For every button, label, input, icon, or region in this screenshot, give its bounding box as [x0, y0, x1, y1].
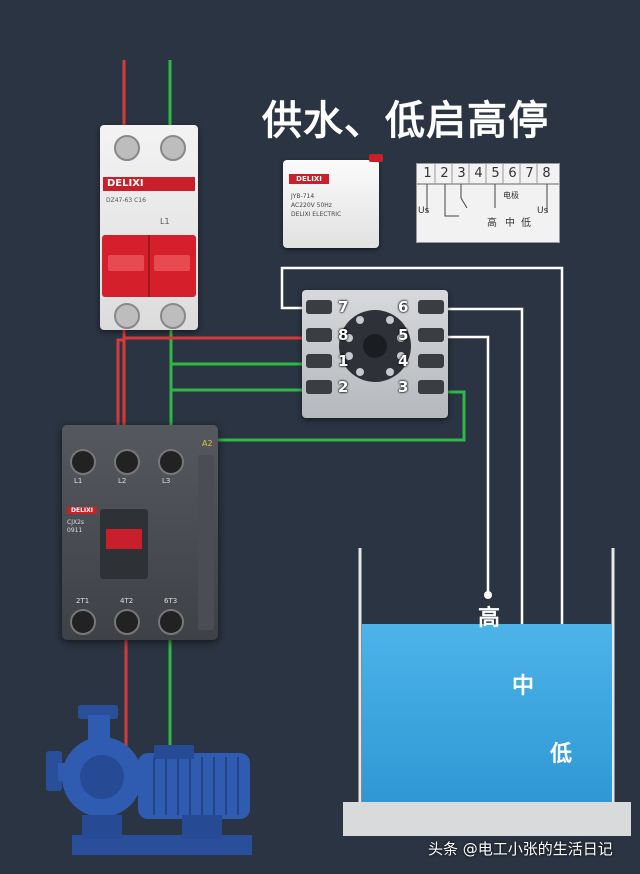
relay-info-line: DELIXI ELECTRIC — [291, 211, 342, 218]
relay-brand: DELIXI — [289, 174, 329, 184]
contactor-terminal-t3 — [158, 609, 184, 635]
contactor-terminal-l2 — [114, 449, 140, 475]
contactor-aux-block — [198, 455, 214, 630]
tank-base — [343, 802, 631, 836]
tank-mid-level-label: 中 — [511, 674, 534, 699]
breaker-side-label: L1 — [160, 217, 170, 226]
level-relay: DELIXI JYB-714 AC220V 50Hz DELIXI ELECTR… — [283, 154, 383, 248]
socket-pin-3: 3 — [398, 378, 409, 396]
contactor-terminal-t2 — [114, 609, 140, 635]
pin-label: 3 — [457, 166, 466, 181]
relay-info: JYB-714 AC220V 50Hz DELIXI ELECTRIC — [291, 192, 341, 219]
contactor-model-line: CJX2s — [67, 519, 85, 526]
breaker-toggle-handles[interactable] — [102, 235, 196, 297]
socket-pin-6: 6 — [398, 298, 409, 316]
contactor-model-line: 0911 — [67, 527, 83, 534]
breaker-terminal-bottom-left — [114, 303, 140, 329]
water-pump — [46, 705, 252, 855]
contactor-bottom-label: 6T3 — [164, 597, 178, 605]
contactor-terminal-l1 — [70, 449, 96, 475]
socket-body — [306, 300, 444, 394]
contactor-coil-label: A2 — [202, 439, 213, 448]
relay-info-line: AC220V 50Hz — [291, 202, 332, 209]
probe-wire-pin5 — [434, 335, 490, 595]
contactor-terminal-l3 — [158, 449, 184, 475]
diagram-title: 供水、低启高停 — [262, 98, 549, 144]
breaker-rating-label: DZ47-63 C16 — [106, 197, 146, 204]
probe-wire-pin7 — [280, 266, 564, 730]
socket-pin-5: 5 — [398, 326, 409, 344]
probe-tip-high — [484, 591, 492, 599]
relay-knob — [369, 154, 383, 162]
control-wire-pin3-to-coil — [200, 390, 466, 442]
pin-label: 7 — [525, 166, 534, 181]
pin-label: 5 — [491, 166, 500, 181]
pin-diagram-low-label: 低 — [521, 218, 531, 229]
breaker-terminal-top-right — [160, 135, 186, 161]
relay-socket: 7 8 1 2 6 5 4 3 — [302, 290, 448, 418]
tank-water — [362, 624, 612, 802]
socket-pin-2: 2 — [338, 378, 349, 396]
circuit-breaker: DELIXI DZ47-63 C16 L1 — [100, 125, 198, 330]
contactor-brand: DELIXI — [67, 507, 97, 514]
pin-diagram-us-left: Us — [418, 206, 430, 216]
ac-contactor: L1 L2 L3 DELIXI CJX2s 0911 A2 2T1 4T2 6T… — [62, 425, 218, 640]
pin-diagram-mid-label: 中 — [505, 218, 515, 229]
pin-label: 8 — [542, 166, 551, 181]
pin-label: 1 — [423, 166, 432, 181]
contactor-model: CJX2s 0911 — [67, 519, 84, 535]
pin-diagram-lines — [417, 164, 559, 217]
contactor-terminal-t1 — [70, 609, 96, 635]
probe-wire-pin6 — [434, 307, 524, 660]
contactor-bottom-label: 2T1 — [76, 597, 90, 605]
contactor-top-label: L3 — [162, 477, 171, 485]
socket-pin-1: 1 — [338, 352, 349, 370]
breaker-terminal-bottom-right — [160, 303, 186, 329]
contactor-bottom-label: 4T2 — [120, 597, 134, 605]
socket-pin-7: 7 — [338, 298, 349, 316]
pin-diagram: 1 2 3 4 5 6 7 8 Us Us 电极 高 中 低 — [416, 163, 560, 243]
breaker-brand: DELIXI — [103, 177, 195, 191]
contactor-window — [100, 509, 148, 579]
socket-pin-8: 8 — [338, 326, 349, 344]
pin-diagram-us-right: Us — [537, 206, 549, 216]
pin-label: 6 — [508, 166, 517, 181]
pin-diagram-electrode-label: 电极 — [503, 191, 519, 200]
contactor-top-label: L1 — [74, 477, 83, 485]
contactor-indicator — [106, 529, 142, 549]
contactor-top-label: L2 — [118, 477, 127, 485]
socket-pin-4: 4 — [398, 352, 409, 370]
pin-label: 2 — [440, 166, 449, 181]
tank-low-level-label: 低 — [549, 742, 572, 767]
pin-label: 4 — [474, 166, 483, 181]
relay-info-line: JYB-714 — [291, 193, 315, 200]
breaker-terminal-top-left — [114, 135, 140, 161]
pin-diagram-high-label: 高 — [487, 218, 497, 229]
tank-high-level-label: 高 — [477, 606, 500, 631]
watermark: 头条 @电工小张的生活日记 — [428, 840, 613, 858]
